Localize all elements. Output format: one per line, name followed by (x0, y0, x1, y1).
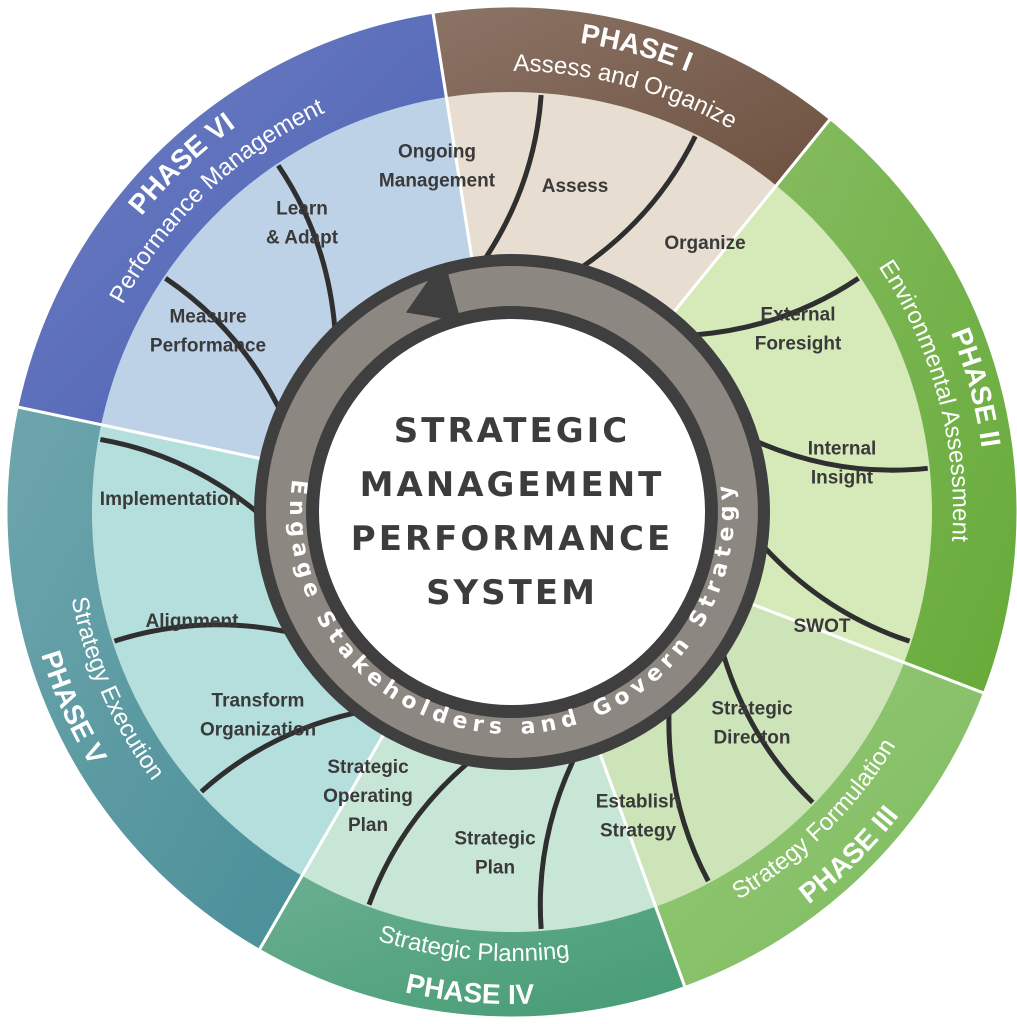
step-label: Alignment (146, 611, 240, 632)
phase-6-band (17, 12, 447, 425)
step-label-line: Strategy (600, 821, 676, 842)
step-label: Learn & Adapt (266, 199, 339, 249)
step-divider (483, 94, 544, 260)
step-label-line: Alignment (146, 611, 240, 632)
step-divider (762, 545, 911, 644)
step-label-line: Transform (212, 691, 305, 712)
step-label-line: Strategic (454, 829, 536, 850)
step-label-line: Ongoing (398, 142, 476, 163)
phase-6-inner-sector (101, 97, 473, 461)
step-label: Organize (664, 233, 745, 254)
step-label-line: & Adapt (266, 228, 339, 249)
step-divider (366, 761, 470, 906)
step-dividers (99, 94, 928, 930)
step-divider (99, 436, 259, 514)
step-label-line: Learn (276, 199, 328, 220)
phase-1-band (432, 6, 831, 186)
step-label-line: Operating (323, 786, 413, 807)
step-label-line: Plan (348, 815, 388, 836)
step-label-line: SWOT (794, 616, 851, 637)
step-divider (756, 439, 928, 473)
center-title-line-4: SYSTEM (426, 573, 598, 613)
step-label-line: Directon (713, 728, 790, 749)
step-divider (721, 653, 815, 805)
center-title-line-2: MANAGEMENT (360, 465, 665, 505)
step-divider (199, 710, 356, 794)
step-label-line: Plan (475, 858, 515, 879)
step-divider (695, 276, 860, 338)
step-divider (164, 276, 282, 410)
step-divider (537, 758, 576, 930)
step-label-line: Organization (200, 720, 316, 741)
center-title-line-1: STRATEGIC (394, 411, 630, 451)
step-label-line: Implementation (100, 489, 240, 510)
step-label-line: Foresight (755, 334, 842, 355)
phase-4-band (259, 875, 686, 1018)
step-label-line: Strategic (327, 757, 409, 778)
step-label-line: Establish (596, 792, 680, 813)
step-label-line: External (761, 305, 836, 326)
phase-5-inner-sector (92, 424, 387, 876)
center-ring: Engage Stakeholders and Govern Strategy … (254, 254, 770, 770)
step-divider (666, 712, 711, 883)
phase-2-inner-sector (669, 185, 933, 663)
step-label-line: Insight (811, 468, 874, 489)
step-label-line: Management (379, 171, 496, 192)
step-label-line: Internal (808, 439, 877, 460)
phase-3-inner-sector (597, 601, 905, 907)
step-label: Implementation (100, 489, 240, 510)
phase-2-band (776, 118, 1017, 694)
step-label: SWOT (794, 616, 851, 637)
center-title-line-3: PERFORMANCE (351, 519, 673, 559)
step-label-line: Assess (542, 176, 609, 197)
step-divider (113, 622, 288, 644)
step-label: Assess (542, 176, 609, 197)
step-label-line: Performance (150, 336, 266, 357)
step-divider (276, 164, 338, 329)
step-label-line: Strategic (711, 699, 793, 720)
phase-3-band (655, 662, 985, 988)
phase-5-band (6, 406, 302, 951)
step-label-line: Organize (664, 233, 745, 254)
step-label-line: Measure (169, 307, 246, 328)
center-circle (313, 313, 711, 711)
step-divider (580, 135, 698, 269)
